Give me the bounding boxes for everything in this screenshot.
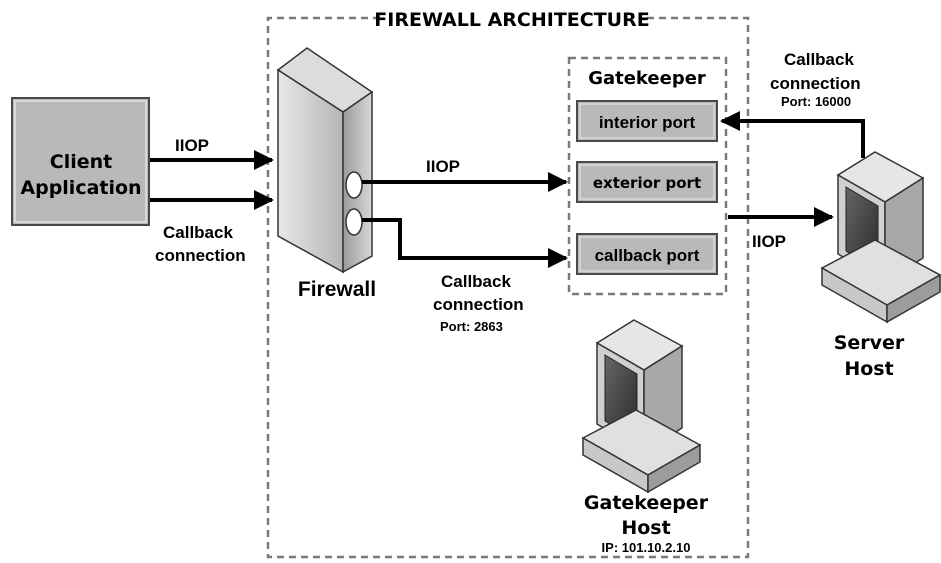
exterior-port-label: exterior port xyxy=(593,174,701,192)
firewall-label: Firewall xyxy=(298,278,376,301)
callback-server-arrow xyxy=(720,111,865,158)
gatekeeper-title: Gatekeeper xyxy=(588,68,706,89)
iiop-firewall-label: IIOP xyxy=(426,157,460,176)
callback-firewall-arrow xyxy=(362,218,568,268)
interior-port-box xyxy=(576,100,718,142)
server-host-label-line1: Server xyxy=(834,332,905,354)
callback-firewall-label-1: Callback xyxy=(441,272,511,291)
gatekeeper-host-label-line2: Host xyxy=(621,517,670,539)
gatekeeper-host-ip: IP: 101.10.2.10 xyxy=(602,540,691,555)
callback-port-box xyxy=(576,233,718,275)
gatekeeper-host-label-line1: Gatekeeper xyxy=(584,492,709,514)
iiop-client-label: IIOP xyxy=(175,136,209,155)
callback-server-label-2: connection xyxy=(770,74,861,93)
client-application-box xyxy=(11,97,150,226)
callback-firewall-port: Port: 2863 xyxy=(440,319,503,334)
callback-server-port: Port: 16000 xyxy=(781,94,851,109)
client-label-line1: Client xyxy=(50,151,112,173)
server-host-computer-icon xyxy=(820,151,941,324)
server-host-label-line2: Host xyxy=(844,358,893,380)
firewall-port-callback xyxy=(345,208,363,236)
firewall-tower xyxy=(276,47,374,274)
iiop-server-label: IIOP xyxy=(752,232,786,251)
firewall-architecture-boundary xyxy=(266,16,750,559)
firewall-port-iiop xyxy=(345,171,363,199)
callback-port-label: callback port xyxy=(595,246,700,265)
client-label-line2: Application xyxy=(20,177,141,199)
gatekeeper-host-computer-icon xyxy=(581,319,702,494)
gatekeeper-boundary xyxy=(567,56,728,296)
callback-firewall-label-2: connection xyxy=(433,295,524,314)
interior-port-label: interior port xyxy=(599,113,696,132)
callback-client-label-1: Callback xyxy=(163,223,233,242)
exterior-port-box xyxy=(576,161,718,203)
callback-server-label-1: Callback xyxy=(784,50,854,69)
architecture-title: FIREWALL ARCHITECTURE xyxy=(374,9,649,31)
callback-client-label-2: connection xyxy=(155,246,246,265)
